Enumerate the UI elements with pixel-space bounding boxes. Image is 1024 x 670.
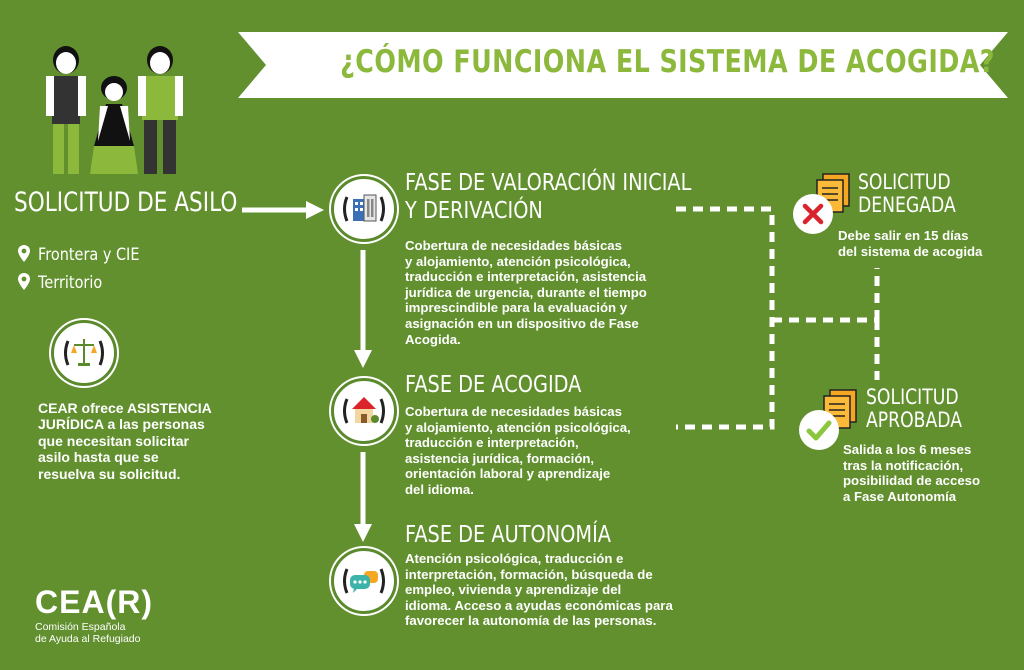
building-icon	[343, 194, 385, 222]
phase-1-icon-circle	[331, 176, 397, 242]
approved-description: Salida a los 6 meses tras la notificació…	[843, 442, 981, 504]
cear-logo: CEA(R) Comisión Española de Ayuda al Ref…	[35, 584, 153, 645]
phase-3-description: Atención psicológica, traducción e inter…	[405, 551, 673, 629]
page-title: ¿CÓMO FUNCIONA EL SISTEMA DE ACOGIDA?	[340, 44, 995, 80]
location-pin-icon	[18, 245, 30, 262]
phase-3-icon-circle	[331, 548, 397, 614]
title-banner: ¿CÓMO FUNCIONA EL SISTEMA DE ACOGIDA?	[238, 32, 1008, 98]
location-pin-icon	[18, 273, 30, 290]
approved-status-circle	[799, 410, 839, 450]
arrow-to-phase-1	[242, 201, 324, 219]
check-mark-icon	[806, 420, 832, 441]
chat-bubbles-icon	[343, 568, 385, 594]
phase-2-description: Cobertura de necesidades básicas y aloja…	[405, 404, 631, 497]
approved-title: SOLICITUD APROBADA	[866, 385, 963, 432]
phase-1-title: FASE DE VALORACIÓN INICIAL Y DERIVACIÓN	[405, 170, 692, 224]
legal-assistance-icon-circle	[51, 320, 117, 386]
location-item: Territorio	[18, 273, 114, 293]
family-illustration	[46, 46, 183, 174]
legal-assistance-text: CEAR ofrece ASISTENCIA JURÍDICA a las pe…	[38, 400, 212, 482]
arrow-to-phase-2	[354, 250, 372, 368]
asylum-request-label: SOLICITUD DE ASILO	[14, 187, 238, 218]
denied-status-circle	[793, 194, 833, 234]
denied-description: Debe salir en 15 días del sistema de aco…	[838, 228, 983, 259]
scales-of-justice-icon	[64, 339, 104, 366]
denied-title: SOLICITUD DENEGADA	[858, 170, 956, 217]
banner-shape	[238, 32, 1008, 98]
dashed-connector-lines	[676, 206, 880, 430]
phase-3-title: FASE DE AUTONOMÍA	[405, 522, 612, 548]
phase-2-icon-circle	[331, 378, 397, 444]
location-item: Frontera y CIE	[18, 245, 158, 265]
phase-1-description: Cobertura de necesidades básicas y aloja…	[405, 238, 647, 347]
phase-2-title: FASE DE ACOGIDA	[405, 372, 582, 398]
house-icon	[343, 397, 385, 424]
x-mark-icon	[802, 203, 824, 225]
arrow-to-phase-3	[354, 452, 372, 542]
